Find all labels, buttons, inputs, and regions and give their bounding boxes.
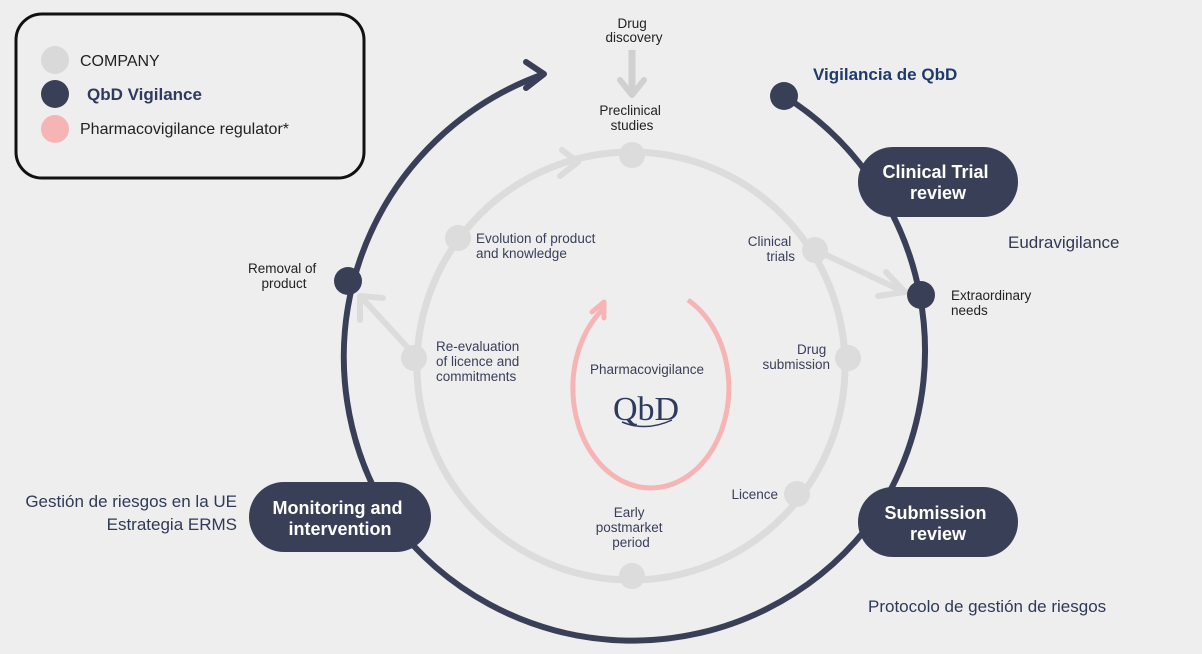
regulator-cycle-arrowhead: [589, 299, 607, 321]
legend-frame: [14, 12, 366, 180]
legend-qbd-vigilance: QbD Vigilance: [87, 85, 202, 104]
outer-cycle-arrowhead: [523, 59, 547, 91]
submission-review-pill: Submission review: [858, 487, 1018, 557]
vigilancia-annotation: Vigilancia de QbD: [813, 65, 957, 84]
discovery-arrowhead: [617, 77, 647, 98]
drug-discovery-label: Drug discovery: [605, 16, 662, 45]
regulator-cycle: [570, 297, 732, 491]
clinical-trials-label: Clinical trials: [748, 234, 796, 264]
reevaluation-to-removal-arrow: [359, 295, 413, 353]
outer-cycle-left-arc: [340, 71, 546, 522]
clinical-trials-node: [802, 237, 828, 263]
licence-label: Licence: [731, 487, 778, 502]
legend-regulator: Pharmacovigilance regulator*: [80, 121, 289, 138]
gestion-annotation-line2: Estrategia ERMS: [107, 515, 237, 534]
removal-label: Removal of product: [248, 261, 320, 291]
svg-text:Clinical Trial review: Clinical Trial review: [882, 162, 993, 203]
legend: COMPANY QbD Vigilance Pharmacovigilance …: [14, 12, 366, 180]
eudravigilance-annotation: Eudravigilance: [1008, 233, 1120, 252]
removal-node: [334, 267, 362, 295]
regulator-swatch: [41, 115, 69, 143]
early-postmarket-label: Early postmarket period: [596, 505, 667, 550]
qbd-logo-swoosh-icon: [621, 419, 673, 428]
reevaluation-node: [401, 345, 427, 371]
svg-text:Submission review: Submission review: [884, 503, 991, 544]
qbd-swatch: [41, 80, 69, 108]
drug-submission-node: [835, 345, 861, 371]
protocolo-annotation: Protocolo de gestión de riesgos: [868, 597, 1106, 616]
center-label: Pharmacovigilance: [590, 362, 704, 377]
gestion-annotation-line1: Gestión de riesgos en la UE: [25, 492, 237, 511]
reevaluation-arrowhead: [357, 293, 386, 323]
extraordinary-needs-node: [907, 281, 935, 309]
clinical-arrowhead: [875, 269, 908, 299]
vigilance-start-node: [770, 82, 798, 110]
outer-cycle-bottom-arc: [389, 518, 869, 644]
reevaluation-label: Re-evaluation of licence and commitments: [436, 339, 523, 384]
extraordinary-needs-label: Extraordinary needs: [951, 288, 1035, 318]
drug-submission-label: Drug submission: [762, 342, 830, 372]
monitoring-intervention-pill: Monitoring and intervention: [249, 482, 431, 552]
licence-node: [784, 481, 810, 507]
evolution-label: Evolution of product and knowledge: [476, 231, 599, 261]
early-postmarket-node: [619, 563, 645, 589]
svg-text:Monitoring and intervent: Monitoring and intervention: [273, 498, 408, 539]
inner-cycle-arrowhead: [557, 147, 581, 179]
preclinical-node: [619, 142, 645, 168]
company-swatch: [41, 46, 69, 74]
clinical-to-extraordinary-arrow: [818, 249, 902, 293]
clinical-trial-review-pill: Clinical Trial review: [858, 147, 1018, 217]
evolution-node: [445, 225, 471, 251]
preclinical-label: Preclinical studies: [599, 103, 664, 133]
legend-company: COMPANY: [80, 53, 160, 70]
